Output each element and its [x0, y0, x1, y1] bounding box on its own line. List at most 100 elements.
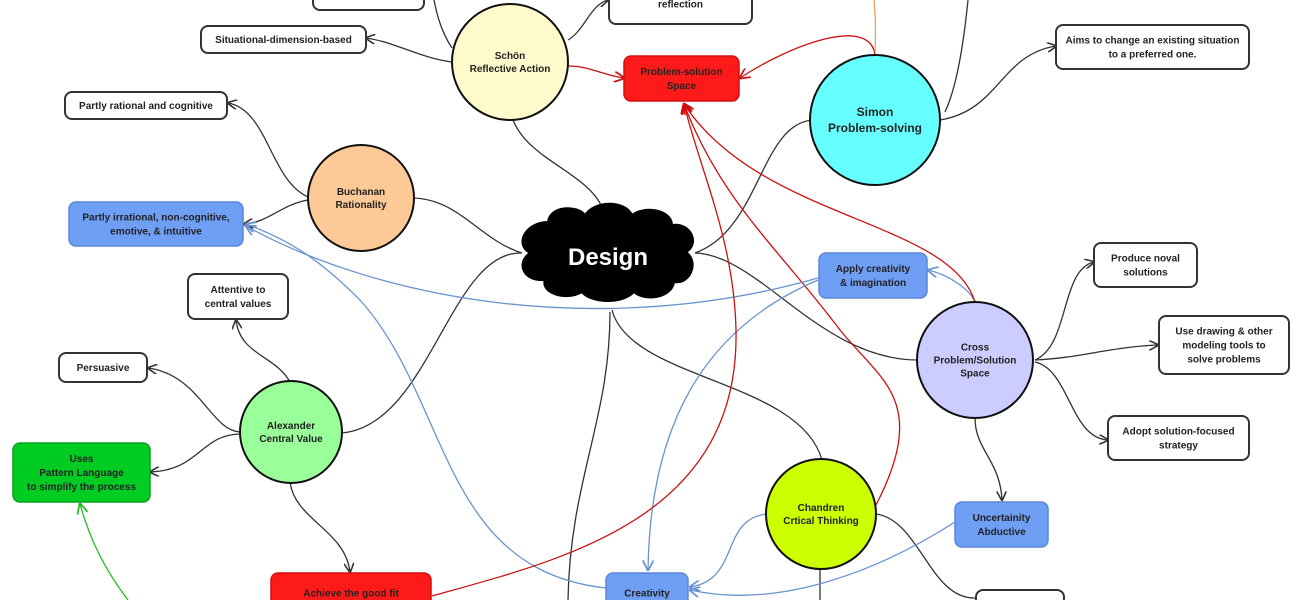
concept-box-label-creativity: Creativity [624, 589, 670, 600]
concept-box-label-partly-irrational: Partly irrational, non-cognitive, [82, 213, 229, 224]
concept-box-label-drawing: Use drawing & other [1175, 327, 1272, 338]
concept-box-shape-good-fit [270, 572, 432, 600]
edge-bottom-pattern [80, 504, 129, 600]
concept-box-shape-apply-creativity [818, 252, 928, 299]
edge-design-alexander [341, 252, 523, 434]
edge-buchanan-irrational [244, 199, 309, 224]
concept-box-label-apply-creativity: Apply creativity [836, 264, 911, 275]
concept-box-situational[interactable]: Situational-dimension-based [200, 25, 367, 54]
concept-box-label-attentive: central values [205, 299, 272, 310]
concept-box-shape-pattern [12, 442, 151, 503]
concept-circle-label-cross: Space [960, 369, 990, 380]
concept-box-label-produce: Produce noval [1111, 254, 1180, 265]
edge-creativity-irrational [246, 224, 607, 589]
concept-box-label-reflection: reflection [658, 0, 703, 11]
concept-box-label-partly-rational: Partly rational and cognitive [79, 101, 213, 112]
concept-circle-label-schon: Reflective Action [470, 64, 551, 75]
design-cloud[interactable]: Design [521, 202, 694, 302]
concept-box-creativity[interactable]: Creativity [605, 572, 689, 600]
concept-box-shape-partly-rational [64, 91, 228, 120]
concept-box-shape-attentive [187, 273, 289, 320]
concept-box-label-apply-creativity: & imagination [840, 278, 906, 289]
edge-simon-orange [873, 0, 877, 53]
concept-box-label-adopt: strategy [1159, 441, 1198, 452]
edge-simon-problem [740, 35, 876, 78]
concept-box-label-good-fit: Achieve the good fit [303, 589, 399, 600]
concept-box-good-fit[interactable]: Achieve the good fit [270, 572, 432, 600]
concept-circle-label-cross: Problem/Solution [934, 356, 1017, 367]
edge-cross-uncertainty [974, 417, 1002, 500]
concept-circle-label-alexander: Alexander [267, 421, 315, 432]
concept-circle-label-simon: Problem-solving [828, 121, 922, 135]
concept-circle-label-schon: Schön [495, 51, 526, 62]
concept-box-attentive[interactable]: Attentive to central values [187, 273, 289, 320]
concept-box-label-adopt: Adopt solution-focused [1122, 427, 1234, 438]
concept-box-label-produce: solutions [1123, 268, 1168, 279]
edge-goodfit-problem [431, 104, 737, 597]
concept-box-persuasive[interactable]: Persuasive [58, 352, 148, 383]
concept-box-shape-problem-solution [623, 55, 740, 102]
concept-box-top-left-clipped[interactable] [312, 0, 425, 11]
edge-cross-produce [1034, 262, 1094, 361]
concept-box-adopt[interactable]: Adopt solution-focused strategy [1107, 415, 1250, 461]
concept-box-label-attentive: Attentive to [211, 285, 266, 296]
concept-box-shape-persuasive [58, 352, 148, 383]
concept-circle-shape-alexander [239, 380, 343, 484]
edge-buchanan-rational [228, 103, 309, 198]
concept-box-shape-situational [200, 25, 367, 54]
concept-box-produce[interactable]: Produce noval solutions [1093, 242, 1198, 288]
concept-box-shape-top-left-clipped [312, 0, 425, 11]
concept-box-shape-produce [1093, 242, 1198, 288]
edge-alexander-goodfit [289, 481, 350, 572]
concept-box-label-drawing: modeling tools to [1182, 341, 1265, 352]
edge-alexander-persuasive [148, 368, 241, 433]
edge-cross-problem [684, 104, 976, 303]
concept-circle-shape-cross [916, 301, 1034, 419]
concept-circle-shape-schon [451, 3, 569, 121]
concept-box-label-pattern: Pattern Language [39, 468, 124, 479]
edge-schon-situational [366, 38, 453, 63]
concept-circle-shape-simon [809, 54, 941, 186]
concept-box-label-uncertainty: Uncertainity [973, 513, 1031, 524]
edge-schon-problem [567, 65, 624, 78]
concept-box-label-problem-solution: Problem-solution [640, 67, 722, 78]
concept-box-shape-aims [1055, 24, 1250, 70]
concept-circle-shape-buchanan [307, 144, 415, 252]
concept-box-bottom-right-clipped[interactable] [975, 589, 1065, 600]
edge-chandren-problem [684, 104, 901, 506]
edge-design-buchanan [413, 197, 523, 254]
concept-box-label-pattern: to simplify the process [27, 482, 136, 493]
concept-box-partly-rational[interactable]: Partly rational and cognitive [64, 91, 228, 120]
concept-box-shape-adopt [1107, 415, 1250, 461]
edge-schon-top-left [433, 0, 453, 49]
edge-uncertainty-creativity [690, 521, 956, 595]
edge-design-bottom [567, 311, 611, 600]
concept-box-shape-drawing [1158, 315, 1290, 375]
concept-box-reflection[interactable]: reflection [608, 0, 753, 25]
concept-box-label-aims: Aims to change an existing situation [1066, 36, 1240, 47]
edge-alexander-attentive [236, 320, 291, 383]
concept-box-partly-irrational[interactable]: Partly irrational, non-cognitive,emotive… [68, 201, 244, 247]
edge-cross-drawing [1034, 345, 1158, 361]
concept-box-label-uncertainty: Abductive [977, 527, 1026, 538]
edge-simon-aims [939, 46, 1056, 121]
edge-alexander-pattern [150, 433, 241, 472]
concept-box-apply-creativity[interactable]: Apply creativity & imagination [818, 252, 928, 299]
concept-circle-label-alexander: Central Value [259, 434, 323, 445]
concept-circle-label-chandren: Chandren [798, 503, 845, 514]
concept-box-label-problem-solution: Space [667, 81, 697, 92]
concept-box-shape-partly-irrational [68, 201, 244, 247]
edge-schon-reflection [567, 0, 608, 41]
